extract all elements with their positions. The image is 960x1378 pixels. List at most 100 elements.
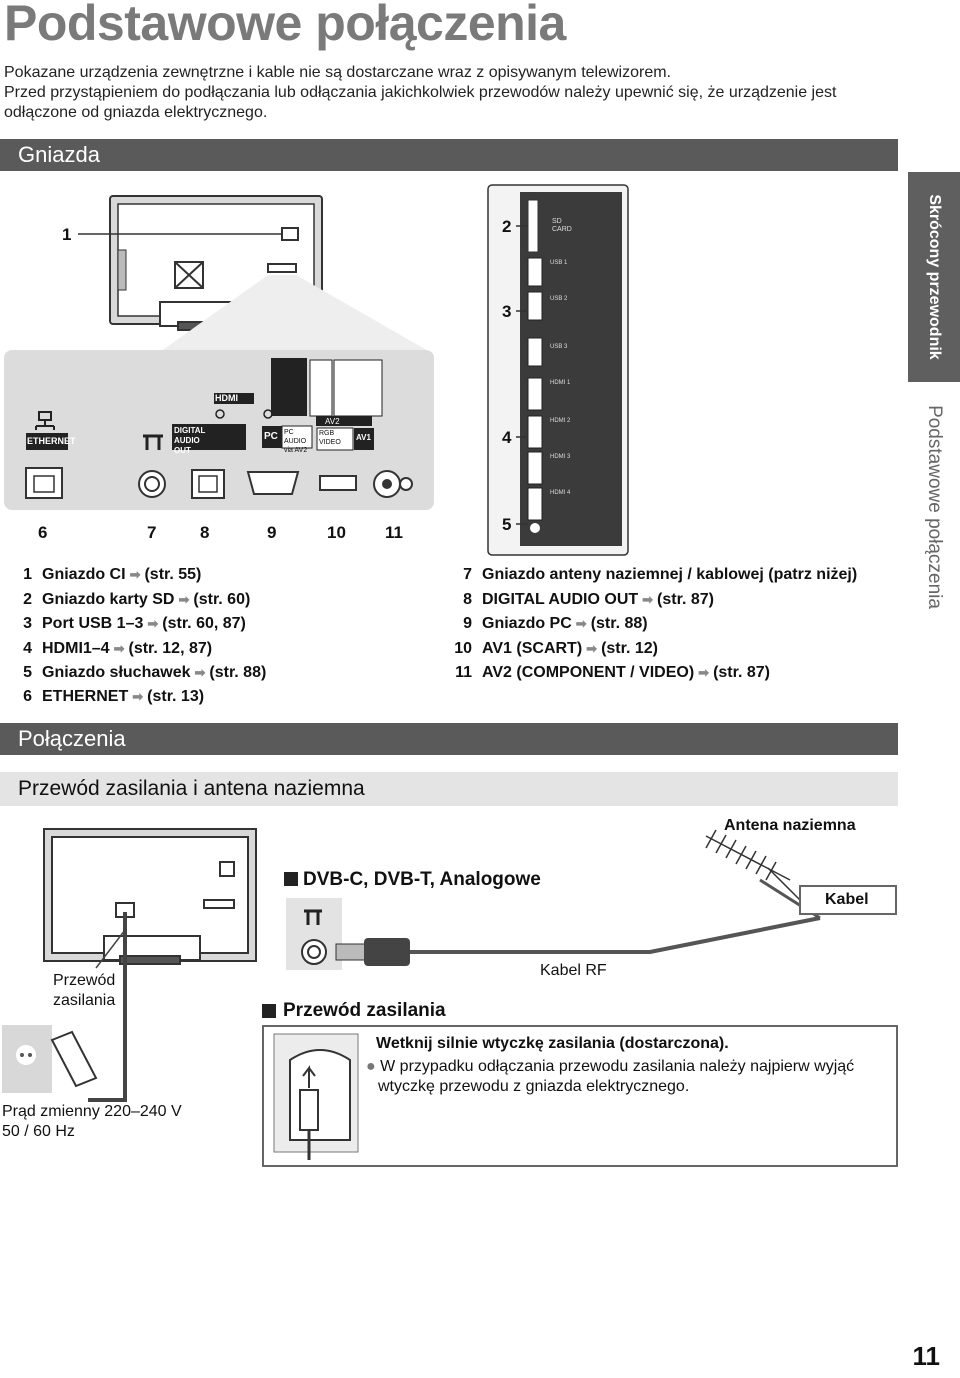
instruction-heading: Wetknij silnie wtyczkę zasilania (dostar… xyxy=(376,1035,729,1052)
antenna-label: Antena naziemna xyxy=(724,817,856,834)
legend-num: 2 xyxy=(23,591,32,608)
ref-arrow-icon: ➡ xyxy=(132,689,144,704)
dvb-heading: DVB-C, DVB-T, Analogowe xyxy=(303,869,541,890)
legend-num: 11 xyxy=(455,664,472,681)
section-title-polaczenia: Połączenia xyxy=(18,726,126,751)
instruction-bullet: ● W przypadku odłączania przewodu zasila… xyxy=(366,1058,854,1076)
ref-arrow-icon: ➡ xyxy=(642,592,654,607)
legend-num: 8 xyxy=(463,591,472,608)
ref-arrow-icon: ➡ xyxy=(698,665,710,680)
side-tab-basic-connections[interactable]: Podstawowe połączenia xyxy=(908,384,960,629)
legend-page-ref[interactable]: (str. 87) xyxy=(657,591,714,608)
av1-label: AV1 xyxy=(356,433,371,442)
callout-9: 9 xyxy=(267,523,277,542)
tv-back-small xyxy=(43,828,257,965)
legend-item: 4 HDMI1–4➡(str. 12, 87) xyxy=(6,640,212,658)
section-title-gniazda: Gniazda xyxy=(18,142,100,167)
legend-page-ref[interactable]: (str. 60, 87) xyxy=(162,615,246,632)
rear-connector-panel xyxy=(4,350,434,510)
legend-item: 9 Gniazdo PC➡(str. 88) xyxy=(446,615,648,633)
usb3-label: USB 3 xyxy=(550,344,568,350)
kabel-rf-label: Kabel RF xyxy=(540,962,607,979)
ref-arrow-icon: ➡ xyxy=(129,567,141,582)
legend-item: 5 Gniazdo słuchawek➡(str. 88) xyxy=(6,664,266,682)
legend-text: Gniazdo karty SD xyxy=(42,591,175,608)
power-heading: Przewód zasilania xyxy=(283,1000,446,1021)
hdmi4-label: HDMI 4 xyxy=(550,490,571,496)
legend-page-ref[interactable]: (str. 12, 87) xyxy=(128,640,213,657)
callout-7: 7 xyxy=(147,523,157,542)
legend-text: AV2 (COMPONENT / VIDEO) xyxy=(482,664,695,681)
ref-arrow-icon: ➡ xyxy=(194,665,206,680)
legend-page-ref[interactable]: (str. 88) xyxy=(209,664,267,681)
legend-num: 10 xyxy=(454,640,472,657)
page-title: Podstawowe połączenia xyxy=(4,0,566,51)
ref-arrow-icon: ➡ xyxy=(113,641,125,656)
legend-item: 6 ETHERNET➡(str. 13) xyxy=(6,688,204,706)
pc-audio-label: PC AUDIO via AV2 xyxy=(284,429,308,454)
section-header-polaczenia: Połączenia xyxy=(0,723,898,755)
legend-text: AV1 (SCART) xyxy=(482,640,583,657)
legend-text: ETHERNET xyxy=(42,688,129,705)
hdmi1-label: HDMI 1 xyxy=(550,380,571,386)
hdmi-port-label: HDMI xyxy=(215,393,238,403)
callout-11: 11 xyxy=(385,523,403,542)
legend-page-ref[interactable]: (str. 12) xyxy=(601,640,658,657)
legend-num: 4 xyxy=(23,640,32,657)
legend-page-ref[interactable]: (str. 13) xyxy=(147,688,205,705)
section-header-gniazda: Gniazda xyxy=(0,139,898,171)
ref-arrow-icon: ➡ xyxy=(178,592,190,607)
callout-3: 3 xyxy=(502,302,512,321)
legend-item: 2 Gniazdo karty SD➡(str. 60) xyxy=(6,591,250,609)
legend-text: DIGITAL AUDIO OUT xyxy=(482,591,639,608)
intro-line-2: Przed przystąpieniem do podłączania lub … xyxy=(4,84,837,101)
legend-item: 10 AV1 (SCART)➡(str. 12) xyxy=(446,640,658,658)
ac-spec-line2: 50 / 60 Hz xyxy=(2,1123,75,1140)
ac-spec-line1: Prąd zmienny 220–240 V xyxy=(2,1103,182,1120)
legend-text: Gniazdo CI xyxy=(42,566,126,583)
callout-2: 2 xyxy=(502,217,512,236)
hdmi3-label: HDMI 3 xyxy=(550,454,571,460)
ref-arrow-icon: ➡ xyxy=(147,616,159,631)
legend-text: Gniazdo anteny naziemnej / kablowej (pat… xyxy=(482,566,858,583)
antenna-socket-illustration xyxy=(286,898,342,970)
usb1-label: USB 1 xyxy=(550,260,568,266)
side-tab-quick-guide[interactable]: Skrócony przewodnik xyxy=(908,172,960,382)
power-plug-illustration xyxy=(273,1033,359,1160)
callout-8: 8 xyxy=(200,523,210,542)
ref-arrow-icon: ➡ xyxy=(575,616,587,631)
power-cord-label-line1: Przewód xyxy=(53,972,116,989)
rgb-video-label: RGB VIDEO xyxy=(319,430,341,446)
antenna-illustration xyxy=(705,829,801,901)
legend-page-ref[interactable]: (str. 88) xyxy=(590,615,648,632)
legend-num: 6 xyxy=(23,688,32,705)
legend-item: 3 Port USB 1–3➡(str. 60, 87) xyxy=(6,615,246,633)
sd-card-label: SD CARD xyxy=(552,218,572,233)
instruction-bullet-line1: W przypadku odłączania przewodu zasilani… xyxy=(380,1058,855,1075)
ref-arrow-icon: ➡ xyxy=(586,641,598,656)
legend-page-ref[interactable]: (str. 87) xyxy=(713,664,770,681)
legend-page-ref[interactable]: (str. 55) xyxy=(144,566,202,583)
legend-item: 1 Gniazdo CI➡(str. 55) xyxy=(6,566,201,584)
kabel-label: Kabel xyxy=(825,891,869,908)
legend-num: 3 xyxy=(23,615,32,632)
legend-text: HDMI1–4 xyxy=(42,640,110,657)
legend-num: 9 xyxy=(463,615,472,632)
legend-page-ref[interactable]: (str. 60) xyxy=(193,591,251,608)
legend-item: 8 DIGITAL AUDIO OUT➡(str. 87) xyxy=(446,591,714,609)
bullet-icon: ● xyxy=(366,1058,376,1075)
page-number: 11 xyxy=(912,1341,941,1371)
intro-line-3: odłączone od gniazda elektrycznego. xyxy=(4,104,268,121)
legend-text: Gniazdo PC xyxy=(482,615,572,632)
legend-item: 11 AV2 (COMPONENT / VIDEO)➡(str. 87) xyxy=(446,664,770,682)
callout-6: 6 xyxy=(38,523,48,542)
subsection-header: Przewód zasilania i antena naziemna xyxy=(0,772,898,806)
pc-port-label: PC xyxy=(264,431,278,442)
legend-text: Port USB 1–3 xyxy=(42,615,144,632)
callout-4: 4 xyxy=(502,428,512,447)
legend-item: 7 Gniazdo anteny naziemnej / kablowej (p… xyxy=(446,566,857,584)
usb2-label: USB 2 xyxy=(550,296,568,302)
legend-text: Gniazdo słuchawek xyxy=(42,664,191,681)
callout-5: 5 xyxy=(502,515,512,534)
